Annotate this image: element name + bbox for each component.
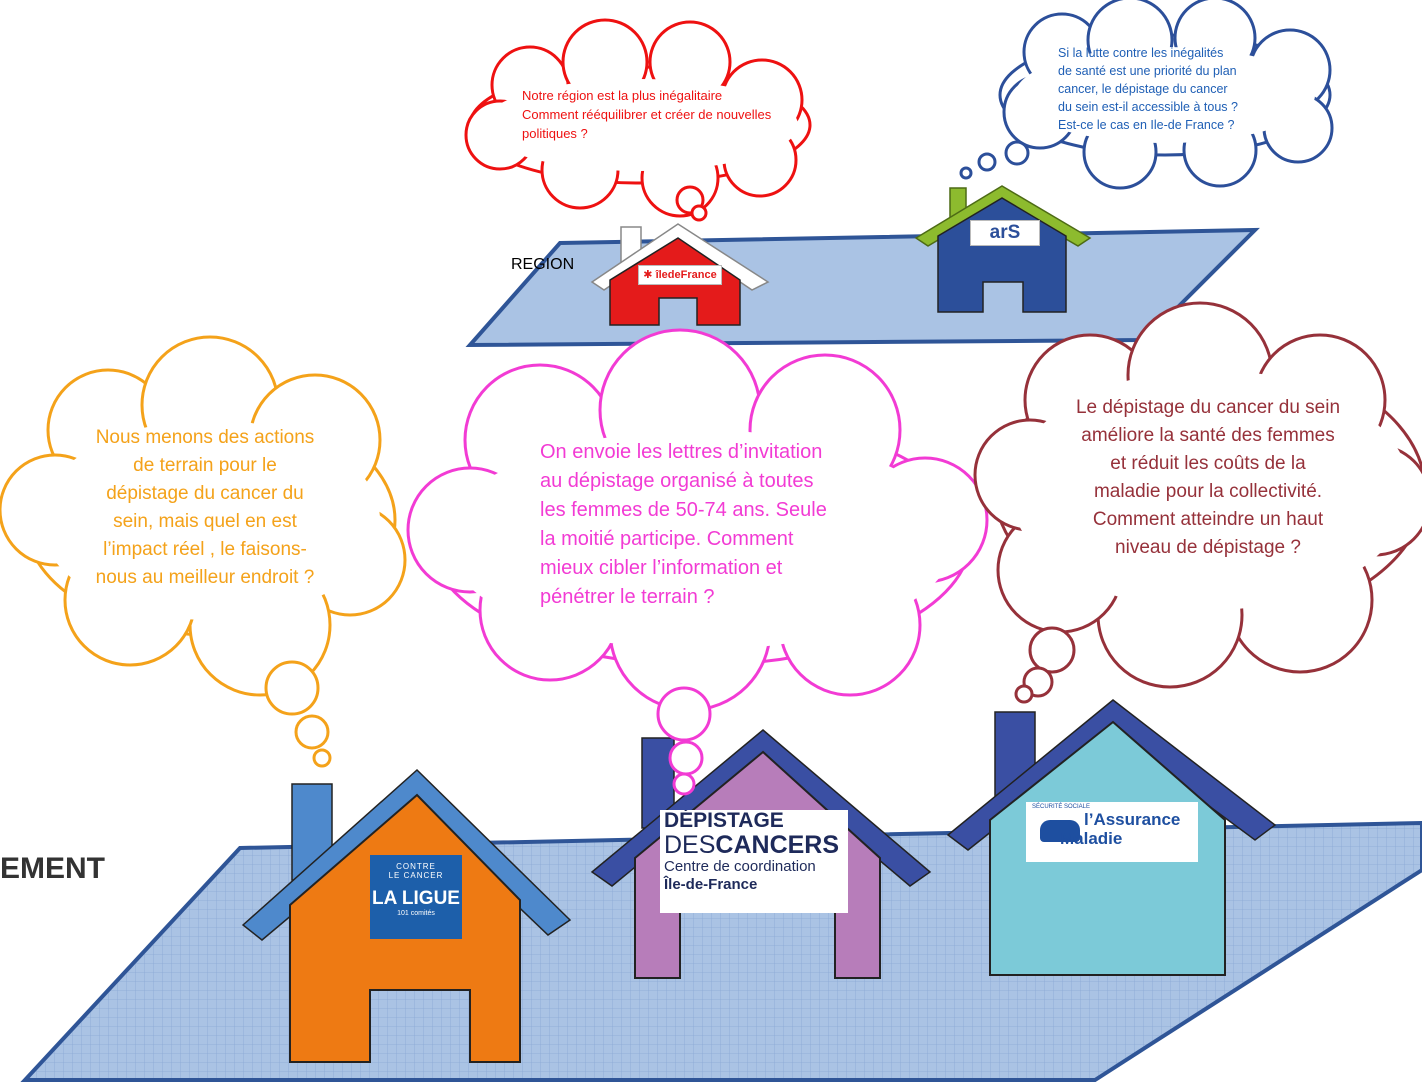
depistage-line-1: On envoie les lettres d’invitation: [540, 441, 823, 463]
depistage-line2a: DES: [664, 831, 716, 859]
ligue-main: LA LIGUE: [372, 888, 460, 909]
assurance-line2: Maladie: [1060, 829, 1123, 848]
ligue-sub: 101 comités: [397, 910, 435, 917]
assurance-line-2: améliore la santé des femmes: [1081, 425, 1335, 446]
ars-line-1: Si la lutte contre les inégalités: [1058, 46, 1224, 60]
iledefrance-text: îledeFrance: [655, 269, 717, 281]
assurance-line-6: niveau de dépistage ?: [1115, 537, 1301, 558]
left-partial-label: EMENT: [0, 852, 105, 885]
depistage-line2: DESCANCERS: [664, 832, 848, 858]
ligue-bubble-text: Nous menons des actions de terrain pour …: [40, 424, 370, 592]
assurance-thought-bubble: [973, 301, 1422, 704]
depistage-thought-bubble: [406, 328, 989, 796]
ars-thought-bubble: [959, 0, 1334, 190]
assurance-line1: l’Assurance: [1084, 810, 1181, 829]
ligue-line-4: sein, mais quel en est: [113, 511, 297, 532]
assurance-line-4: maladie pour la collectivité.: [1093, 481, 1323, 502]
assurance-emblem-icon: [1040, 820, 1080, 842]
assurance-line-1: Le dépistage du cancer du sein: [1075, 397, 1341, 418]
assurance-bubble-text: Le dépistage du cancer du sein améliore …: [1028, 394, 1388, 562]
region-thought-bubble: [464, 18, 812, 222]
upper-platform: [465, 227, 1260, 348]
ars-line-4: du sein est-il accessible à tous ?: [1058, 100, 1238, 114]
ligue-top2: LE CANCER: [388, 871, 444, 880]
ligue-line-2: de terrain pour le: [133, 455, 277, 476]
ligue-logo: CONTRE LE CANCER LA LIGUE 101 comités: [370, 855, 462, 939]
ars-line-2: de santé est une priorité du plan: [1058, 64, 1237, 78]
assurance-line-3: et réduit les coûts de la: [1110, 453, 1306, 474]
ars-line-5: Est-ce le cas en Ile-de France ?: [1058, 118, 1235, 132]
depistage-line-2: au dépistage organisé à toutes: [540, 470, 814, 492]
ars-logo: arS: [970, 220, 1040, 246]
ligue-line-5: l’impact réel , le faisons-: [103, 539, 307, 560]
assurance-logo: SÉCURITÉ SOCIALE l’Assurance Maladie: [1026, 802, 1198, 862]
ligue-line-1: Nous menons des actions: [95, 427, 315, 448]
depistage-line3: Centre de coordination: [664, 858, 816, 875]
assurance-line-5: Comment atteindre un haut: [1092, 509, 1324, 530]
iledefrance-logo: ✱ îledeFrance: [638, 265, 722, 285]
depistage-line1: DÉPISTAGE: [664, 810, 784, 832]
depistage-bubble-text: On envoie les lettres d’invitation au dé…: [540, 438, 910, 612]
depistage-logo: DÉPISTAGE DESCANCERS Centre de coordinat…: [660, 810, 848, 913]
region-label: REGION: [511, 256, 575, 273]
ligue-line-6: nous au meilleur endroit ?: [95, 567, 315, 588]
star-icon: ✱: [643, 269, 653, 281]
ars-text: arS: [989, 222, 1021, 243]
depistage-line4: Île-de-France: [664, 876, 758, 893]
ligue-thought-bubble: [0, 335, 407, 768]
depistage-line-3: les femmes de 50-74 ans. Seule: [540, 499, 827, 521]
depistage-line-5: mieux cibler l’information et: [540, 557, 783, 579]
depistage-line2b: CANCERS: [715, 831, 840, 859]
ars-line-3: cancer, le dépistage du cancer: [1058, 82, 1228, 96]
ars-bubble-text: Si la lutte contre les inégalités de san…: [1058, 44, 1288, 134]
depistage-line-6: pénétrer le terrain ?: [540, 586, 715, 608]
ligue-top1: CONTRE: [396, 862, 436, 871]
depistage-line-4: la moitié participe. Comment: [540, 528, 794, 550]
region-bubble-text: Notre région est la plus inégalitaire Co…: [522, 88, 772, 141]
ligue-line-3: dépistage du cancer du: [106, 483, 304, 504]
assurance-tag: SÉCURITÉ SOCIALE: [1032, 804, 1091, 810]
